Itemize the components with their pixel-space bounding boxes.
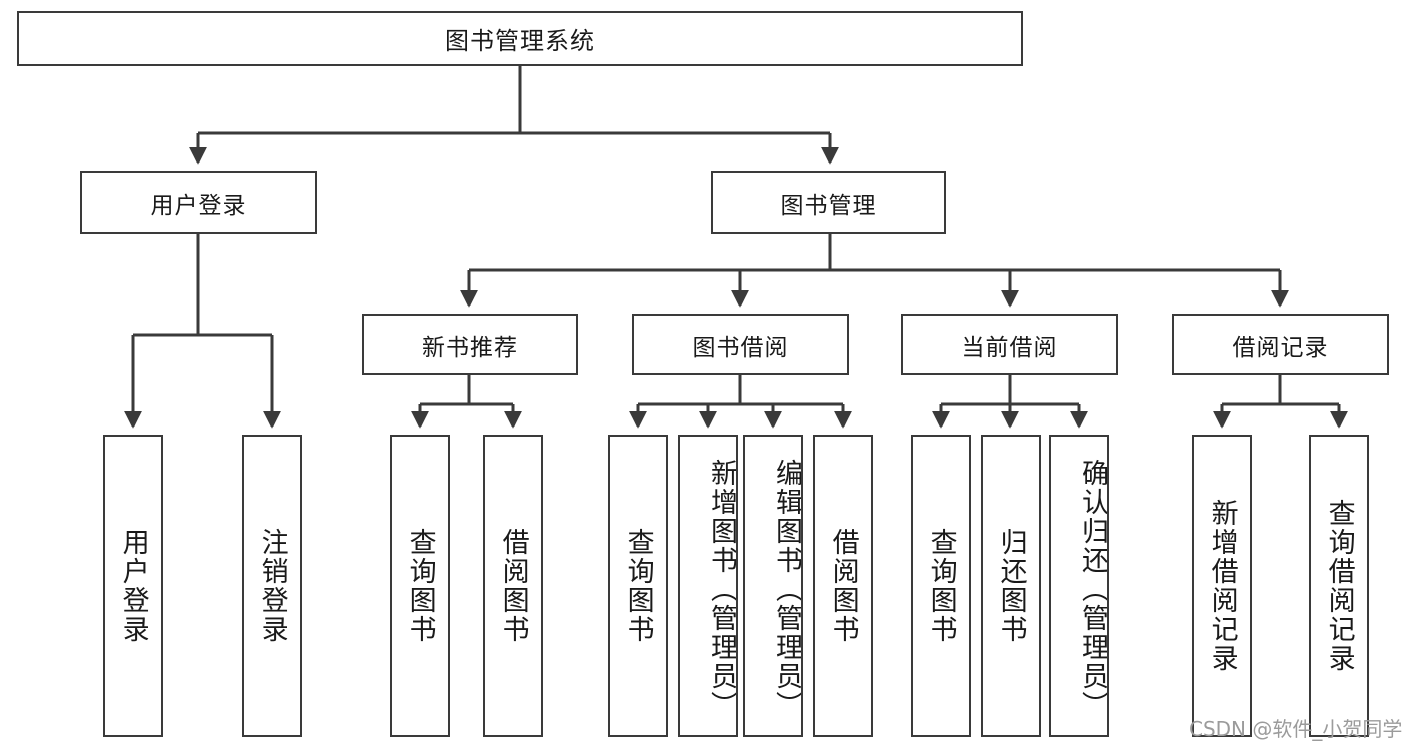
node-label: 新增借阅记录	[1206, 499, 1238, 673]
leaf-user-login[interactable]: 用户登录	[103, 435, 163, 737]
node-label: 新书推荐	[422, 334, 518, 361]
node-new-book-recommend[interactable]: 新书推荐	[362, 314, 578, 375]
node-label: 图书借阅	[692, 334, 789, 361]
leaf-query-book-borrow[interactable]: 查询图书	[608, 435, 668, 737]
leaf-logout-login[interactable]: 注销登录	[242, 435, 302, 737]
node-root-system[interactable]: 图书管理系统	[17, 11, 1023, 66]
leaf-add-borrow-record[interactable]: 新增借阅记录	[1192, 435, 1252, 737]
leaf-query-book-newbook[interactable]: 查询图书	[390, 435, 450, 737]
node-label: 借阅记录	[1232, 334, 1329, 361]
node-label: 注销登录	[256, 528, 288, 644]
node-label: 编辑图书（管理员）	[771, 458, 802, 720]
node-book-management[interactable]: 图书管理	[711, 171, 946, 234]
watermark-text: CSDN @软件_小贺同学	[1189, 717, 1403, 741]
node-label: 用户登录	[117, 528, 149, 644]
node-label: 图书管理系统	[445, 27, 595, 55]
leaf-query-borrow-record[interactable]: 查询借阅记录	[1309, 435, 1369, 737]
node-label: 查询图书	[925, 528, 957, 644]
node-label: 查询借阅记录	[1323, 499, 1355, 673]
leaf-query-book-current[interactable]: 查询图书	[911, 435, 971, 737]
node-label: 归还图书	[995, 528, 1027, 644]
node-label: 查询图书	[622, 528, 654, 644]
node-label: 确认归还（管理员）	[1077, 458, 1108, 720]
leaf-edit-book-admin[interactable]: 编辑图书（管理员）	[743, 435, 803, 737]
node-user-login[interactable]: 用户登录	[80, 171, 317, 234]
leaf-borrow-book-borrow[interactable]: 借阅图书	[813, 435, 873, 737]
node-book-borrow[interactable]: 图书借阅	[632, 314, 849, 375]
node-label: 新增图书（管理员）	[706, 458, 737, 720]
node-label: 借阅图书	[827, 528, 859, 644]
node-borrow-record[interactable]: 借阅记录	[1172, 314, 1389, 375]
node-label: 借阅图书	[497, 528, 529, 644]
leaf-return-book[interactable]: 归还图书	[981, 435, 1041, 737]
node-current-borrow[interactable]: 当前借阅	[901, 314, 1118, 375]
node-label: 用户登录	[150, 192, 247, 219]
leaf-confirm-return-admin[interactable]: 确认归还（管理员）	[1049, 435, 1109, 737]
node-label: 查询图书	[404, 528, 436, 644]
node-label: 当前借阅	[961, 334, 1058, 361]
leaf-add-book-admin[interactable]: 新增图书（管理员）	[678, 435, 738, 737]
node-label: 图书管理	[780, 192, 877, 219]
leaf-borrow-book-newbook[interactable]: 借阅图书	[483, 435, 543, 737]
